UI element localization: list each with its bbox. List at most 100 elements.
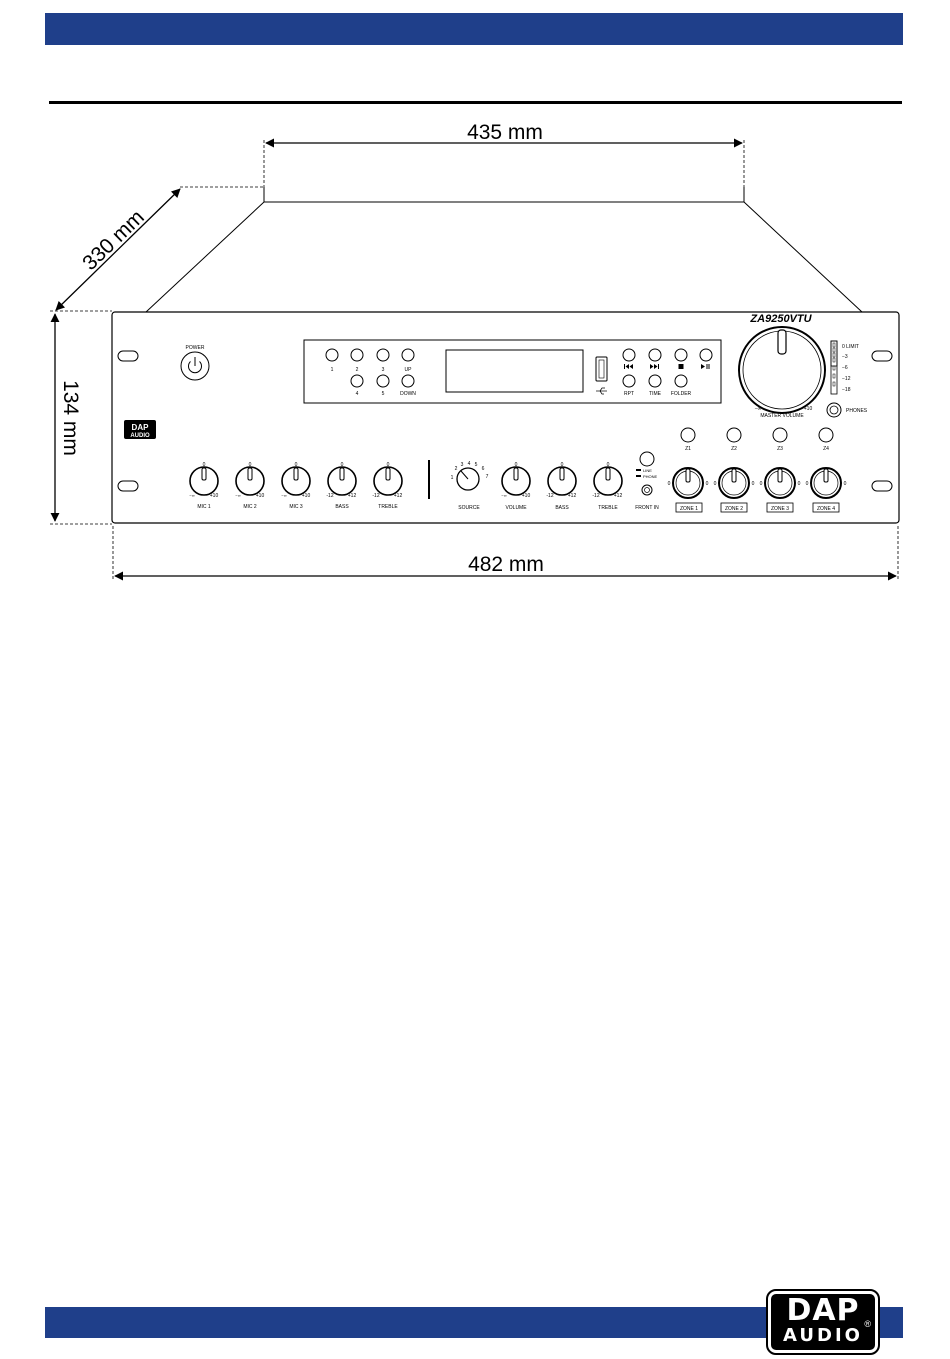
svg-text:TREBLE: TREBLE	[598, 505, 618, 511]
next-button[interactable]	[648, 348, 662, 369]
power-button[interactable]	[180, 351, 210, 381]
zone-1-knob[interactable]: 0 0 ZONE 1	[668, 467, 709, 513]
preset-button-1[interactable]: 1	[325, 348, 339, 373]
logo-text-bottom: AUDIO	[783, 1325, 863, 1346]
switch-state-down-icon	[636, 475, 641, 477]
svg-text:7: 7	[486, 474, 489, 480]
width-dimension: 435 mm	[263, 121, 745, 200]
svg-text:Z3: Z3	[777, 446, 783, 452]
panel-logo: DAP AUDIO	[124, 420, 156, 439]
preset-buttons: 1 2 3 UP 4 5 D	[325, 348, 416, 397]
svg-text:MIC 1: MIC 1	[197, 504, 211, 510]
folder-button[interactable]: FOLDER	[671, 374, 692, 397]
front-in-label: FRONT IN	[635, 505, 659, 511]
master-volume-knob[interactable]	[738, 326, 826, 414]
header-band	[45, 13, 903, 45]
svg-text:-12: -12	[546, 493, 553, 499]
mic-treble-knob[interactable]: 0 -12 +12 TREBLE	[372, 462, 403, 510]
svg-text:DOWN: DOWN	[400, 391, 416, 397]
preset-button-2[interactable]: 2	[350, 348, 364, 373]
volume-knob[interactable]: 0 −∞ +10 VOLUME	[501, 462, 531, 511]
rack-hole	[117, 480, 139, 492]
stop-button[interactable]	[674, 348, 688, 369]
svg-text:4: 4	[468, 461, 471, 467]
svg-text:+12: +12	[348, 493, 357, 499]
meter-label: −3	[842, 354, 848, 360]
zone-4-knob[interactable]: 0 0 ZONE 4	[806, 467, 847, 513]
music-bass-knob[interactable]: 0 -12 +12 BASS	[546, 462, 577, 511]
model-name: ZA9250VTU	[749, 313, 812, 325]
mic-2-knob[interactable]: 0 −∞ +10 MIC 2	[235, 462, 265, 510]
next-icon	[650, 364, 659, 369]
rack-hole	[871, 350, 893, 362]
svg-text:0: 0	[387, 462, 390, 468]
svg-text:−∞: −∞	[189, 493, 194, 498]
svg-text:1: 1	[331, 367, 334, 373]
switch-state-up-icon	[636, 469, 641, 471]
front-in-jack[interactable]	[641, 484, 653, 496]
phone-label: PHONE	[643, 474, 658, 479]
level-meter: 0 LIMIT −3 −6 −12 −18	[830, 340, 859, 395]
width-label: 435 mm	[467, 121, 543, 144]
svg-text:2: 2	[356, 367, 359, 373]
svg-text:0: 0	[203, 462, 206, 468]
play-pause-button[interactable]	[699, 348, 713, 369]
svg-text:6: 6	[482, 466, 485, 472]
usb-port[interactable]	[595, 356, 608, 382]
svg-text:SOURCE: SOURCE	[458, 505, 480, 511]
meter-label: −18	[842, 387, 851, 393]
depth-dimension: 330 mm	[50, 186, 264, 312]
zone-2-knob[interactable]: 0 0 ZONE 2	[714, 467, 755, 513]
svg-text:5: 5	[382, 391, 385, 397]
svg-text:DAP: DAP	[132, 423, 150, 432]
time-button[interactable]: TIME	[648, 374, 662, 397]
svg-text:BASS: BASS	[555, 505, 569, 511]
svg-text:2: 2	[455, 466, 458, 472]
zone-select-button-4[interactable]: Z4	[818, 427, 834, 452]
usb-icon	[596, 387, 607, 395]
mic-3-knob[interactable]: 0 −∞ +10 MIC 3	[281, 462, 311, 510]
svg-text:ZONE 1: ZONE 1	[680, 506, 698, 512]
svg-text:3: 3	[382, 367, 385, 373]
svg-text:Z2: Z2	[731, 446, 737, 452]
svg-text:+10: +10	[302, 493, 311, 499]
svg-text:+12: +12	[394, 493, 403, 499]
line-label: LINE	[643, 468, 652, 473]
meter-label: −6	[842, 365, 848, 371]
previous-button[interactable]	[622, 348, 636, 369]
repeat-button[interactable]: RPT	[622, 374, 636, 397]
svg-text:UP: UP	[405, 367, 413, 373]
svg-text:FOLDER: FOLDER	[671, 391, 692, 397]
zone-select-button-3[interactable]: Z3	[772, 427, 788, 452]
svg-text:0: 0	[341, 462, 344, 468]
phones-jack[interactable]	[826, 402, 842, 418]
front-panel: ZA9250VTU POWER DAP AUDIO 1 2	[111, 311, 900, 524]
preset-button-4[interactable]: 4	[350, 374, 364, 397]
svg-text:0: 0	[295, 462, 298, 468]
up-button[interactable]: UP	[401, 348, 415, 373]
mic-bass-knob[interactable]: 0 -12 +12 BASS	[326, 462, 357, 510]
mic-1-knob[interactable]: 0 −∞ +10 MIC 1	[189, 462, 219, 510]
zone-3-knob[interactable]: 0 0 ZONE 3	[760, 467, 801, 513]
svg-text:MIC 2: MIC 2	[243, 504, 257, 510]
svg-text:Z1: Z1	[685, 446, 691, 452]
previous-icon	[624, 364, 633, 369]
down-button[interactable]: DOWN	[400, 374, 416, 397]
svg-text:ZONE 3: ZONE 3	[771, 506, 789, 512]
svg-text:3: 3	[461, 462, 464, 468]
svg-text:0: 0	[607, 462, 610, 468]
chassis-top	[145, 187, 863, 313]
source-selector[interactable]: 1 2 3 4 5 6 7 SOURCE	[451, 461, 489, 511]
lcd-display	[445, 349, 584, 393]
master-max-label: +10	[804, 406, 813, 412]
preset-button-3[interactable]: 3	[376, 348, 390, 373]
preset-button-5[interactable]: 5	[376, 374, 390, 397]
line-phone-switch[interactable]	[639, 451, 655, 467]
zone-select-button-1[interactable]: Z1	[680, 427, 696, 452]
zone-select-button-2[interactable]: Z2	[726, 427, 742, 452]
music-treble-knob[interactable]: 0 -12 +12 TREBLE	[592, 462, 623, 511]
svg-text:TIME: TIME	[649, 391, 662, 397]
height-label: 134 mm	[59, 380, 82, 456]
knob-pointer	[777, 329, 787, 355]
svg-text:+12: +12	[568, 493, 577, 499]
